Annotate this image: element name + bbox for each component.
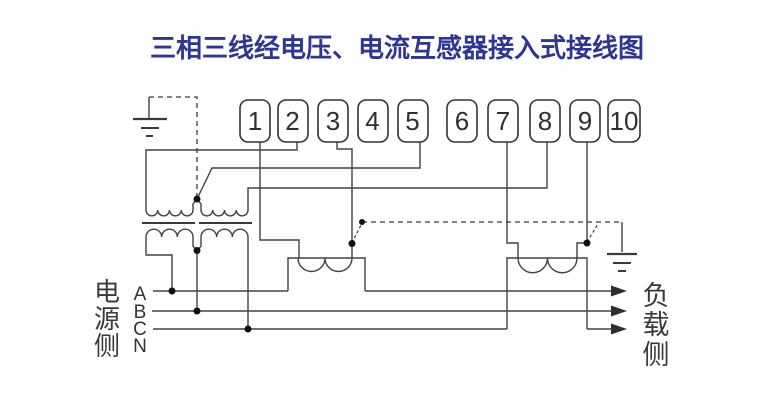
load-arrow-c-icon — [611, 323, 627, 335]
terminal-box-4 — [357, 99, 389, 143]
ground-left-icon — [133, 97, 167, 137]
terminal-box-7 — [487, 99, 519, 143]
junction-dot — [168, 287, 176, 295]
terminal-number: 9 — [578, 106, 592, 136]
source-side-char: 电 — [94, 277, 120, 307]
terminal-box-9 — [569, 99, 601, 143]
pt-left-secondary-winding — [145, 209, 194, 217]
wire-terminal9-to-ct-c — [576, 142, 588, 258]
terminal-number: 5 — [405, 106, 419, 136]
junction-dot — [193, 307, 201, 315]
terminal-wires — [145, 142, 588, 258]
wire-terminal2-to-pt — [145, 142, 298, 210]
ct-ground-dashed-link — [351, 221, 623, 252]
terminal-box-2 — [277, 99, 309, 143]
terminal-number: 4 — [365, 106, 379, 136]
load-arrow-a-icon — [611, 285, 627, 297]
terminal-box-5 — [397, 99, 429, 143]
ct-a-secondary-arcs — [297, 257, 353, 273]
ct-a-primary-loop — [287, 257, 366, 291]
terminal-box-10 — [607, 99, 641, 143]
terminal-box-3 — [317, 99, 349, 143]
junction-dot — [244, 325, 252, 333]
voltage-transformers — [142, 197, 252, 329]
junction-dot — [359, 219, 365, 225]
terminal-strip: 1 2 3 4 5 6 7 8 9 10 — [239, 99, 641, 143]
pt-left-primary-winding — [145, 228, 194, 238]
terminal-box-8 — [529, 99, 561, 143]
source-side-labels: 电 源 侧 A B C N — [94, 277, 147, 361]
pt-primary-a-lead — [145, 237, 173, 291]
terminal-number: 8 — [538, 106, 552, 136]
junction-dot — [583, 239, 591, 247]
phase-label-a: A — [134, 284, 147, 305]
phase-label-b: B — [134, 302, 147, 323]
ground-right-icon — [607, 252, 637, 272]
ct-c-primary-loop — [506, 257, 588, 329]
junction-dot — [193, 247, 201, 254]
current-transformer-a — [287, 257, 366, 291]
phase-label-n: N — [133, 336, 147, 357]
terminal-number: 1 — [248, 106, 262, 136]
wire-terminal5-to-pt — [196, 142, 421, 200]
terminal-box-6 — [446, 99, 478, 143]
phase-label-c: C — [133, 319, 147, 340]
pt-right-secondary-winding — [200, 209, 249, 217]
wire-terminal1-to-ct-a — [259, 142, 300, 258]
terminal-number: 6 — [455, 106, 469, 136]
phase-lines — [152, 285, 627, 335]
ct-c-secondary-arcs — [517, 257, 578, 274]
wire-terminal8-to-pt — [247, 142, 548, 210]
source-side-char: 侧 — [94, 331, 120, 361]
load-side-char: 侧 — [643, 340, 670, 370]
terminal-number: 7 — [496, 106, 510, 136]
page-title: 三相三线经电压、电流互感器接入式接线图 — [150, 33, 644, 63]
load-arrow-b-icon — [611, 305, 627, 317]
terminal-box-1 — [239, 99, 271, 143]
junction-dot — [348, 240, 356, 247]
junction-dot — [193, 195, 201, 203]
wire-terminal3-to-ct-a — [336, 142, 353, 258]
pt-right-primary-winding — [200, 228, 249, 238]
pt-ground-dashed-link — [149, 96, 198, 196]
current-transformer-c — [506, 257, 588, 329]
load-side-labels: 负 载 侧 — [643, 281, 670, 370]
terminal-number: 3 — [326, 106, 340, 136]
source-side-char: 源 — [94, 304, 120, 334]
wire-terminal7-to-ct-c — [506, 142, 519, 258]
load-side-char: 负 — [643, 281, 670, 311]
load-side-char: 载 — [643, 310, 670, 340]
terminal-number: 10 — [610, 106, 639, 136]
terminal-number: 2 — [285, 106, 299, 136]
junction-dots — [168, 195, 591, 333]
